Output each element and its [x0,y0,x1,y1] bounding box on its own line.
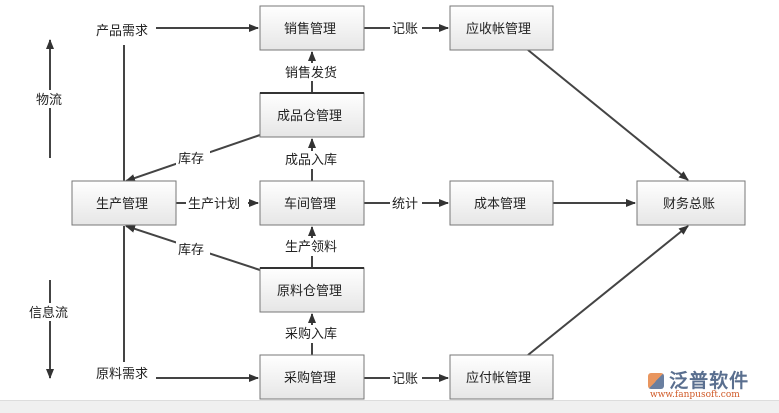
node-payable: 应付帐管理 [449,354,554,400]
label-material-demand: 原料需求 [96,367,148,382]
label-stats: 统计 [392,197,418,212]
node-cost: 成本管理 [449,180,554,226]
node-ledger: 财务总账 [636,180,746,226]
node-label: 财务总账 [663,196,715,212]
logo: 泛普软件 www.fanpusoft.com [648,366,750,400]
label-bookkeep-top: 记账 [392,22,418,37]
label-product-demand: 产品需求 [96,24,148,39]
node-label: 车间管理 [284,196,336,212]
node-label: 销售管理 [284,21,336,37]
logo-url: www.fanpusoft.com [650,390,740,400]
label-material-pick: 生产领料 [285,240,337,255]
label-info-flow: 信息流 [29,305,68,321]
node-label: 应付帐管理 [466,370,531,386]
node-label: 应收帐管理 [466,21,531,37]
node-finished-store: 成品仓管理 [259,92,365,138]
label-stock-bottom: 库存 [178,242,204,258]
node-sales: 销售管理 [259,5,365,51]
footer-bar [0,400,779,413]
node-material-store: 原料仓管理 [259,267,365,313]
node-purchase: 采购管理 [259,354,365,400]
label-bookkeep-bottom: 记账 [392,372,418,387]
node-label: 采购管理 [284,370,336,386]
label-sales-ship: 销售发货 [285,65,337,81]
label-finished-in: 成品入库 [285,152,337,168]
node-receivable: 应收帐管理 [449,5,554,51]
node-label: 生产管理 [96,197,148,212]
edge-labels: 产品需求 原料需求 记账 记账 销售发货 成品入库 生产领料 采购入库 库存 库… [28,20,422,388]
label-logistics: 物流 [36,93,62,108]
node-production: 生产管理 [71,180,177,226]
node-workshop: 车间管理 [259,180,365,226]
label-purchase-in: 采购入库 [285,326,337,342]
node-label: 原料仓管理 [277,284,342,299]
label-plan: 生产计划 [188,197,240,212]
logo-name: 泛普软件 [669,370,750,392]
logo-icon [648,373,664,389]
node-label: 成品仓管理 [277,109,342,124]
label-stock-top: 库存 [178,151,204,167]
node-label: 成本管理 [474,197,526,212]
